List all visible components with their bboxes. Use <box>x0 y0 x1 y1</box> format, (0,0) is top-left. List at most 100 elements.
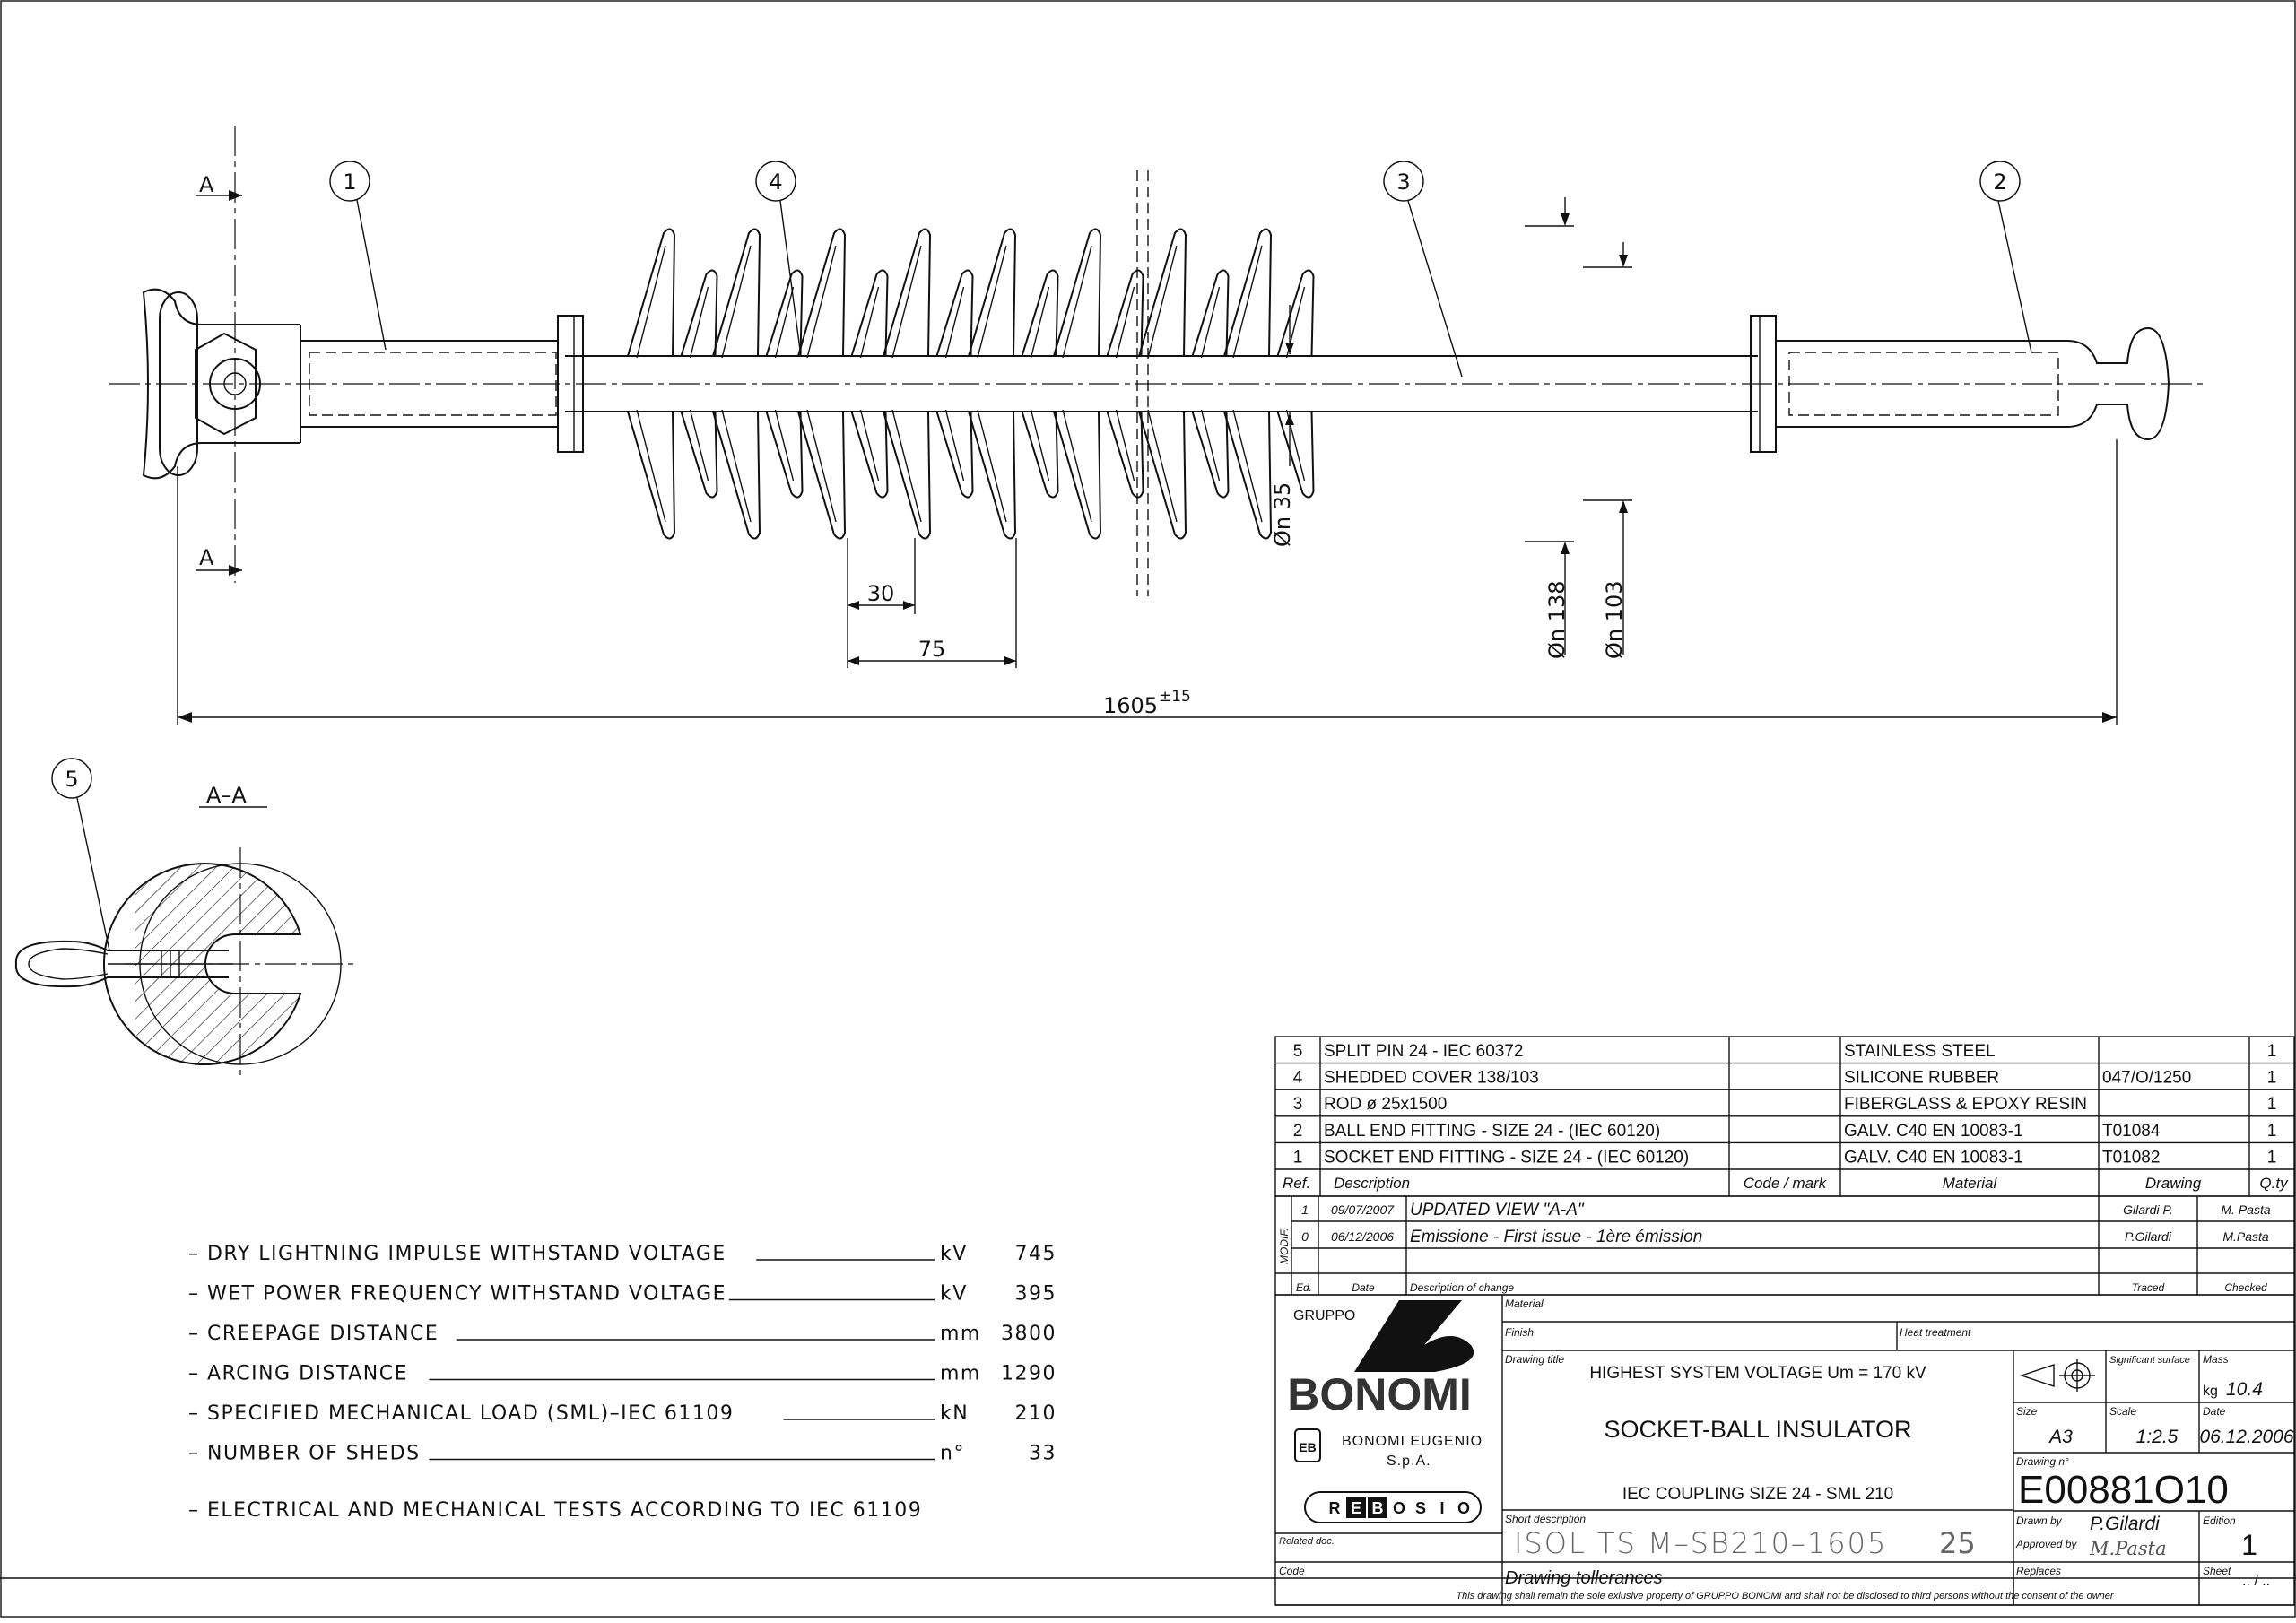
shed-inner-line <box>977 409 1007 523</box>
approved-signature: M.Pasta <box>2089 1538 2167 1559</box>
shed-lower <box>680 411 718 499</box>
rebosio-letter: B <box>1372 1499 1384 1517</box>
shed-inner-line <box>721 409 752 523</box>
spec-label: – SPECIFIED MECHANICAL LOAD (SML)–IEC 61… <box>188 1402 734 1425</box>
ball-end-fitting <box>1776 326 2170 441</box>
spec-unit: n° <box>940 1443 965 1465</box>
svg-text:STAINLESS STEEL: STAINLESS STEEL <box>1844 1042 1996 1061</box>
svg-text:Edition: Edition <box>2203 1515 2236 1527</box>
spec-row: – DRY LIGHTNING IMPULSE WITHSTAND VOLTAG… <box>188 1243 1056 1265</box>
spec-note: – ELECTRICAL AND MECHANICAL TESTS ACCORD… <box>188 1499 922 1522</box>
shed-inner-line <box>689 286 709 359</box>
svg-text:Drawing: Drawing <box>2145 1175 2202 1192</box>
svg-text:M.Pasta: M.Pasta <box>2222 1229 2269 1244</box>
svg-text:P.Gilardi: P.Gilardi <box>2125 1229 2172 1244</box>
callout-1: 1 <box>329 161 387 351</box>
title-line-2: SOCKET-BALL INSULATOR <box>1604 1416 1911 1443</box>
svg-text:BALL END FITTING - SIZE 24 - (: BALL END FITTING - SIZE 24 - (IEC 60120) <box>1324 1122 1660 1141</box>
svg-text:1: 1 <box>1301 1202 1309 1217</box>
rebosio-letter: O <box>1457 1499 1470 1517</box>
shed-inner-line <box>1115 409 1135 482</box>
svg-text:Description of change: Description of change <box>1410 1281 1514 1294</box>
shed-lower <box>765 411 804 499</box>
svg-text:A3: A3 <box>2048 1427 2073 1447</box>
bonomi-logo: GRUPPO BONOMI EB BONOMI EUGENIO S.p.A. R… <box>1287 1300 1482 1523</box>
callout-2: 2 <box>1979 161 2032 353</box>
surface-symbol: Significant surface <box>2019 1355 2190 1392</box>
shed-upper <box>1191 269 1230 357</box>
svg-text:Ref.: Ref. <box>1283 1175 1310 1192</box>
shed-lower <box>935 411 974 499</box>
spec-list: – DRY LIGHTNING IMPULSE WITHSTAND VOLTAG… <box>188 1243 1057 1465</box>
shed-group <box>627 228 1315 540</box>
rebosio-logo <box>1304 1491 1482 1523</box>
shed-upper <box>1276 269 1315 357</box>
svg-text:Size: Size <box>2016 1405 2038 1418</box>
shed-upper <box>850 269 889 357</box>
spec-unit: mm <box>940 1323 981 1345</box>
callout-4: 4 <box>755 161 801 351</box>
svg-text:Related doc.: Related doc. <box>1279 1536 1335 1547</box>
spec-value: 3800 <box>1001 1323 1057 1345</box>
shed-lower <box>797 411 847 540</box>
shed-inner-line <box>1062 409 1092 523</box>
svg-text:06/12/2006: 06/12/2006 <box>1331 1229 1394 1244</box>
shed-lower <box>1138 411 1187 540</box>
dim-shed-pitch: 30 <box>847 538 916 614</box>
shed-upper <box>712 228 761 357</box>
socket-end-fitting <box>142 126 558 583</box>
svg-text:Code / mark: Code / mark <box>1744 1175 1828 1192</box>
svg-text:Traced: Traced <box>2132 1281 2165 1294</box>
shed-lower <box>1276 411 1315 499</box>
shed-upper <box>935 269 974 357</box>
svg-text:1: 1 <box>2267 1148 2277 1167</box>
shed-upper <box>1138 228 1187 357</box>
shed-upper <box>1053 228 1102 357</box>
svg-text:Gilardi P.: Gilardi P. <box>2123 1202 2173 1217</box>
shed-inner-line <box>774 409 795 482</box>
shed-inner-line <box>806 245 837 359</box>
svg-text:kg: kg <box>2203 1384 2218 1399</box>
svg-text:10.4: 10.4 <box>2226 1379 2263 1400</box>
shed-inner-line <box>1147 245 1178 359</box>
shed-lower <box>1223 411 1273 540</box>
title-line-1: HIGHEST SYSTEM VOLTAGE Um = 170 kV <box>1589 1364 1926 1383</box>
shed-lower <box>850 411 889 499</box>
svg-text:±15: ±15 <box>1159 688 1191 706</box>
svg-text:5: 5 <box>1293 1042 1303 1061</box>
shed-lower <box>883 411 932 540</box>
shed-upper <box>797 228 847 357</box>
spec-value: 33 <box>1029 1443 1057 1465</box>
svg-text:EB: EB <box>1299 1440 1316 1454</box>
spec-unit: kV <box>940 1243 968 1265</box>
shed-inner-line <box>1030 286 1050 359</box>
section-marker-top: A <box>196 172 242 201</box>
shed-inner-line <box>1115 286 1135 359</box>
bonomi-brand-text: BONOMI <box>1287 1369 1472 1419</box>
shed-inner-line <box>859 409 880 482</box>
spec-value: 210 <box>1015 1402 1057 1425</box>
svg-text:S.p.A.: S.p.A. <box>1387 1454 1431 1469</box>
dim-big-shed-dia: Øn 138 <box>1525 197 1574 659</box>
bonomi-logo-mark <box>1354 1300 1474 1372</box>
svg-text:Approved by: Approved by <box>2015 1538 2077 1550</box>
shed-lower <box>712 411 761 540</box>
svg-text:30: 30 <box>867 581 895 606</box>
svg-text:.. / ..: .. / .. <box>2242 1574 2270 1589</box>
svg-text:25: 25 <box>1939 1526 1976 1560</box>
shed-inner-line <box>1200 286 1221 359</box>
shed-inner-line <box>977 245 1007 359</box>
svg-text:Significant surface: Significant surface <box>2109 1355 2190 1366</box>
title-line-3: IEC COUPLING SIZE 24 - SML 210 <box>1622 1485 1893 1504</box>
svg-text:1: 1 <box>2267 1042 2277 1061</box>
rebosio-letter: R <box>1329 1499 1341 1517</box>
shed-upper <box>883 228 932 357</box>
shed-upper <box>968 228 1017 357</box>
